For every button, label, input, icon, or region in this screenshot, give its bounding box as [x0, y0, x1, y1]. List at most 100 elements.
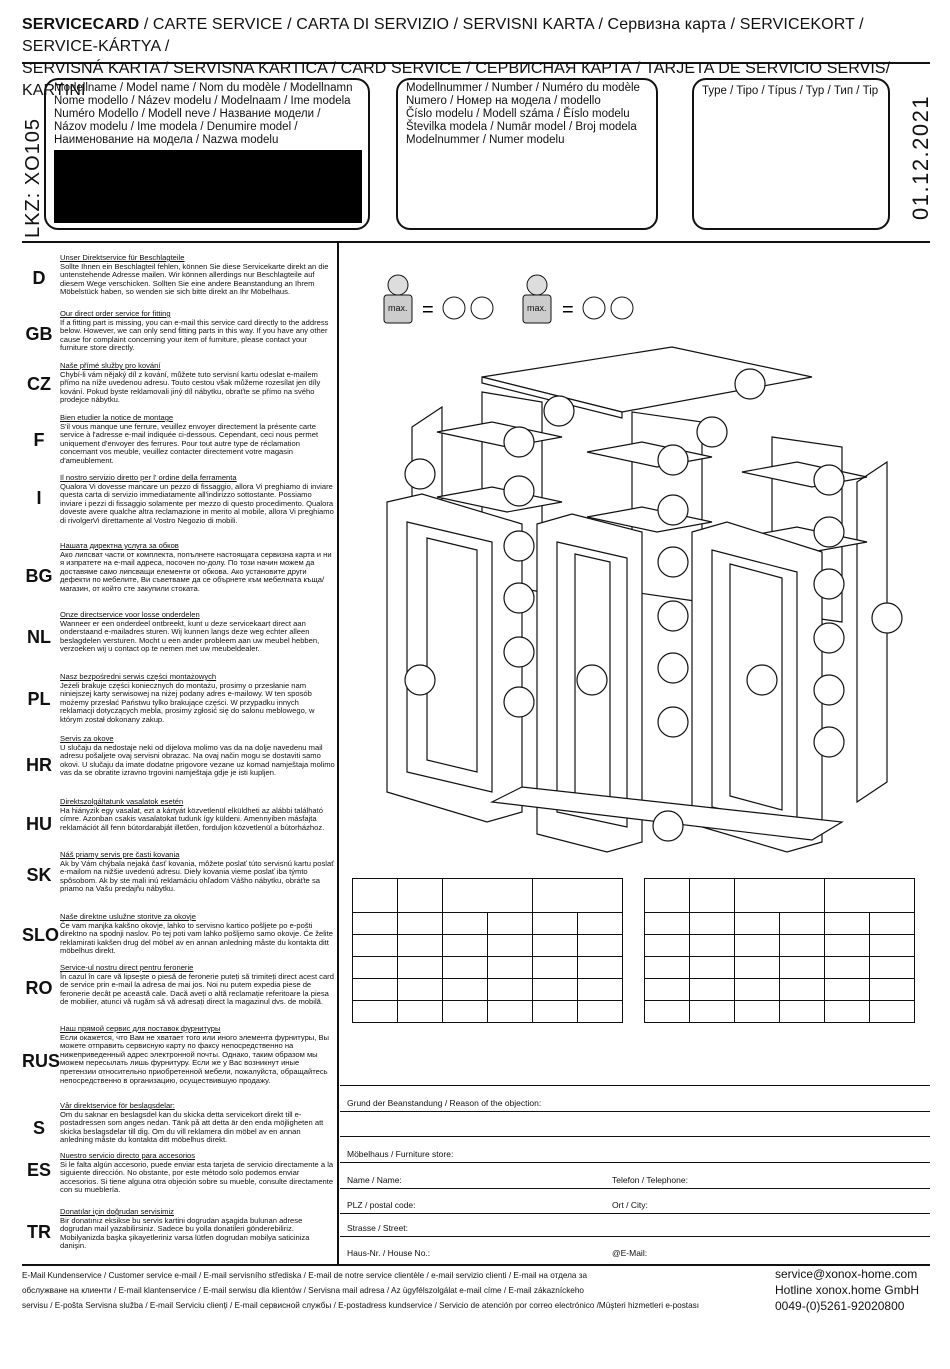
grid-cell[interactable] — [644, 878, 690, 913]
cabinet-exploded-drawing: max. = max. = — [383, 274, 903, 853]
grid-cell[interactable] — [442, 1000, 488, 1023]
grid-cell[interactable] — [824, 956, 870, 979]
grid-cell[interactable] — [869, 956, 915, 979]
grid-cell[interactable] — [577, 956, 623, 979]
grid-cell[interactable] — [442, 934, 488, 957]
grid-cell[interactable] — [577, 912, 623, 935]
grid-cell[interactable] — [779, 956, 825, 979]
model-number-box[interactable]: Modellnummer / Number / Numéro du modèle… — [396, 78, 658, 230]
store-field[interactable] — [340, 1162, 930, 1163]
grid-cell[interactable] — [689, 912, 735, 935]
grid-cell[interactable] — [487, 956, 533, 979]
parts-grid-left[interactable] — [352, 878, 623, 1023]
weight-circle[interactable] — [582, 296, 606, 320]
grid-cell[interactable] — [869, 912, 915, 935]
grid-cell[interactable] — [442, 956, 488, 979]
grid-cell[interactable] — [644, 956, 690, 979]
grid-cell[interactable] — [644, 934, 690, 957]
footer-line2: обслужване на клиенти / E-mail klantense… — [22, 1286, 584, 1295]
grid-cell[interactable] — [577, 978, 623, 1001]
grid-cell[interactable] — [397, 978, 443, 1001]
grid-cell[interactable] — [824, 1000, 870, 1023]
grid-cell[interactable] — [824, 912, 870, 935]
grid-cell[interactable] — [532, 956, 578, 979]
zip-city-field[interactable] — [340, 1213, 930, 1214]
grid-cell[interactable] — [824, 934, 870, 957]
grid-cell[interactable] — [644, 912, 690, 935]
grid-cell[interactable] — [689, 878, 735, 913]
language-code: PL — [27, 689, 51, 709]
language-heading: Onze directservice voor losse onderdelen — [60, 610, 200, 619]
part-circle — [503, 426, 535, 458]
service-email[interactable]: service@xonox-home.com — [775, 1267, 918, 1281]
grid-cell[interactable] — [689, 1000, 735, 1023]
grid-cell[interactable] — [869, 1000, 915, 1023]
grid-cell[interactable] — [734, 978, 780, 1001]
grid-cell[interactable] — [352, 912, 398, 935]
weight-circle[interactable] — [470, 296, 494, 320]
grid-cell[interactable] — [779, 912, 825, 935]
grid-cell[interactable] — [869, 978, 915, 1001]
grid-cell[interactable] — [397, 1000, 443, 1023]
grid-cell[interactable] — [689, 978, 735, 1001]
grid-cell[interactable] — [644, 978, 690, 1001]
street-field[interactable] — [340, 1236, 930, 1237]
grid-cell[interactable] — [397, 934, 443, 957]
grid-cell[interactable] — [352, 956, 398, 979]
grid-cell[interactable] — [442, 878, 533, 913]
shelf — [436, 486, 563, 513]
grid-cell[interactable] — [689, 956, 735, 979]
grid-row — [644, 956, 915, 979]
objection-field[interactable] — [340, 1136, 930, 1137]
grid-cell[interactable] — [824, 878, 915, 913]
grid-row — [352, 1000, 623, 1023]
grid-cell[interactable] — [487, 1000, 533, 1023]
grid-cell[interactable] — [397, 878, 443, 913]
grid-cell[interactable] — [532, 934, 578, 957]
language-heading: Donatılar için doğrudan servisimiz — [60, 1207, 174, 1216]
grid-cell[interactable] — [352, 1000, 398, 1023]
language-body: Ak by Vám chýbala nejaká časť kovania, m… — [60, 858, 335, 894]
part-circle — [746, 664, 778, 696]
grid-cell[interactable] — [577, 934, 623, 957]
grid-cell[interactable] — [487, 912, 533, 935]
grid-cell[interactable] — [397, 912, 443, 935]
grid-cell[interactable] — [779, 1000, 825, 1023]
grid-cell[interactable] — [779, 934, 825, 957]
grid-cell[interactable] — [734, 1000, 780, 1023]
grid-cell[interactable] — [734, 878, 825, 913]
grid-cell[interactable] — [487, 934, 533, 957]
grid-cell[interactable] — [442, 978, 488, 1001]
grid-cell[interactable] — [352, 878, 398, 913]
grid-cell[interactable] — [397, 956, 443, 979]
hotline-phone[interactable]: 0049-(0)5261-92020800 — [775, 1299, 905, 1313]
grid-cell[interactable] — [734, 934, 780, 957]
grid-cell[interactable] — [532, 912, 578, 935]
language-heading: Наш прямой сервис для поставок фурнитуры — [60, 1024, 221, 1033]
grid-cell[interactable] — [352, 934, 398, 957]
weight-circle[interactable] — [610, 296, 634, 320]
grid-cell[interactable] — [734, 912, 780, 935]
name-phone-field[interactable] — [340, 1188, 930, 1189]
grid-cell[interactable] — [824, 978, 870, 1001]
grid-cell[interactable] — [689, 934, 735, 957]
grid-cell[interactable] — [442, 912, 488, 935]
parts-grid-right[interactable] — [644, 878, 915, 1023]
grid-cell[interactable] — [644, 1000, 690, 1023]
weight-circle[interactable] — [442, 296, 466, 320]
grid-cell[interactable] — [734, 956, 780, 979]
objection-field[interactable] — [340, 1111, 930, 1112]
grid-cell[interactable] — [532, 878, 623, 913]
language-code: S — [32, 1118, 45, 1138]
grid-cell[interactable] — [352, 978, 398, 1001]
grid-cell[interactable] — [577, 1000, 623, 1023]
store-label: Möbelhaus / Furniture store: — [347, 1149, 454, 1159]
grid-cell[interactable] — [779, 978, 825, 1001]
grid-cell[interactable] — [869, 934, 915, 957]
grid-cell[interactable] — [487, 978, 533, 1001]
grid-cell[interactable] — [532, 1000, 578, 1023]
part-circle — [652, 810, 684, 842]
type-box[interactable]: Type / Tipo / Típus / Typ / Тип / Tip — [692, 78, 890, 230]
part-circle — [503, 636, 535, 668]
grid-cell[interactable] — [532, 978, 578, 1001]
